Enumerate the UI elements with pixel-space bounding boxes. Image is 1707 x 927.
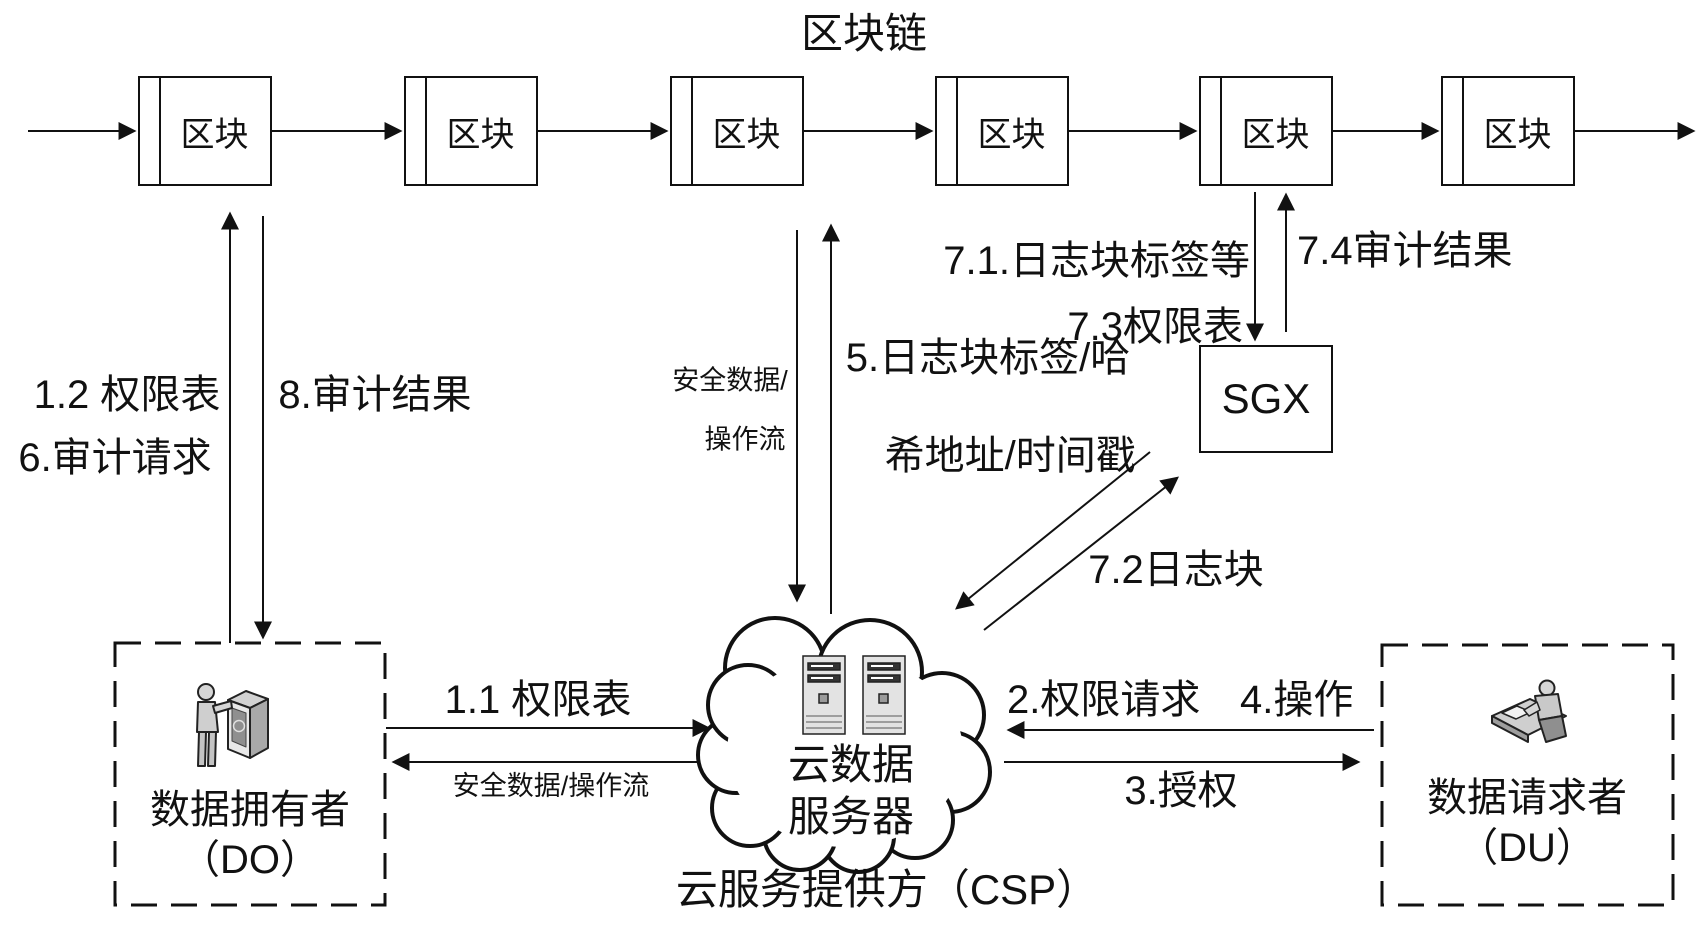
csp-du-arrows [1004, 721, 1374, 771]
data-user-label: 数据请求者 （DU） [1427, 776, 1627, 870]
server-towers-icon [802, 655, 906, 735]
flow-label-7-3-permission-table: 7.3权限表 [1067, 305, 1243, 349]
block-4: 区块 [935, 76, 1069, 186]
flow-label-secure-data-horizontal: 安全数据/操作流 [452, 771, 650, 802]
block-label: 区块 [977, 115, 1046, 154]
flow-label-7-1-log-block-tags: 7.1.日志块标签等 [943, 239, 1250, 283]
flow-label-7-2-log-block: 7.2日志块 [1088, 548, 1264, 592]
block-header-strip [425, 78, 427, 184]
flow-label-5-log-block-tag: 5.日志块标签/哈 希地址/时间戳 [845, 335, 1136, 478]
do-blockchain-arrows [221, 211, 272, 643]
cloud-server-label: 云数据 服务器 [787, 741, 915, 840]
sgx-csp-arrows [955, 451, 1179, 631]
block-header-strip [159, 78, 161, 184]
data-owner-label: 数据拥有者 （DO） [150, 788, 350, 882]
data-owner-box [113, 641, 387, 907]
data-user-box [1380, 643, 1675, 907]
sgx-box: SGX [1199, 345, 1333, 453]
person-at-desk-icon [1491, 679, 1567, 743]
do-csp-arrows [386, 719, 711, 771]
block-header-strip [1220, 78, 1222, 184]
csp-caption: 云服务提供方（CSP） [675, 865, 1099, 913]
diagram-title: 区块链 [800, 9, 928, 57]
flow-label-6-audit-request: 6.审计请求 [18, 436, 212, 480]
block-header-strip [956, 78, 958, 184]
flow-label-1-2-permission-table: 1.2 权限表 [33, 373, 221, 417]
flow-label-7-4-audit-result: 7.4审计结果 [1297, 229, 1513, 273]
block-3: 区块 [670, 76, 804, 186]
flow-label-1-1-permission-table: 1.1 权限表 [444, 678, 632, 722]
block-5: 区块 [1199, 76, 1333, 186]
flow-label-4-operation: 4.操作 [1240, 678, 1354, 722]
block-1: 区块 [138, 76, 272, 186]
flow-label-8-audit-result: 8.审计结果 [278, 373, 472, 417]
flow-label-secure-data-vertical: 安全数据/ 操作流 [672, 365, 788, 455]
block-header-strip [1462, 78, 1464, 184]
block-label: 区块 [1241, 115, 1310, 154]
block-6: 区块 [1441, 76, 1575, 186]
block-label: 区块 [712, 115, 781, 154]
block-header-strip [691, 78, 693, 184]
sgx-label: SGX [1221, 375, 1311, 422]
person-at-machine-icon [196, 683, 269, 767]
block-label: 区块 [1483, 115, 1552, 154]
block-label: 区块 [180, 115, 249, 154]
csp-blockchain-arrows [788, 223, 840, 614]
block-2: 区块 [404, 76, 538, 186]
block-sgx-arrows [1246, 192, 1295, 342]
flow-label-3-authorization: 3.授权 [1124, 769, 1238, 813]
flow-label-2-permission-request: 2.权限请求 [1007, 678, 1201, 722]
block-label: 区块 [446, 115, 515, 154]
